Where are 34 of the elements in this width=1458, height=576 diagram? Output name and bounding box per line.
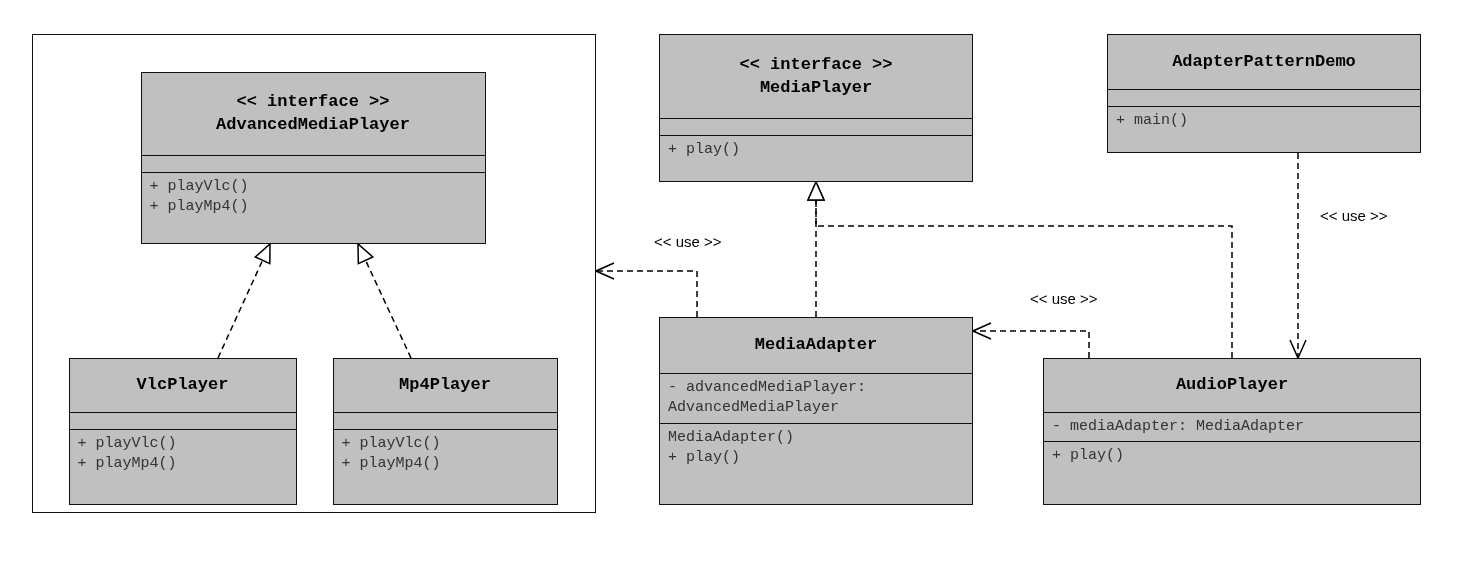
attribute-text: - advancedMediaPlayer: AdvancedMediaPlayer [668,378,868,419]
package-frame [32,34,596,513]
attribute-text: - mediaAdapter: MediaAdapter [1052,417,1305,437]
class-name: AdapterPatternDemo [1172,50,1356,73]
method-text: + playMp4() [77,453,177,474]
class-box [659,317,973,505]
realization-arrow [357,243,412,359]
method-text: + playMp4() [341,453,441,474]
class-name: AudioPlayer [1175,374,1289,397]
class-box [1107,34,1421,153]
dependency-arrow [972,322,1090,359]
class-name: Mp4Player [399,373,491,396]
method-text: + playMp4() [149,196,249,217]
class-box [68,357,297,505]
dependency-arrow [595,262,698,318]
method-text: + play() [668,140,740,160]
method-text: + playVlc() [341,433,441,454]
class-box [332,357,558,505]
method-text: + play() [668,447,740,468]
class-name: << interface >> AdvancedMediaPlayer [215,90,411,136]
class-box [140,71,486,244]
method-text: + playVlc() [77,433,177,454]
method-text: + play() [1052,446,1124,467]
class-name: << interface >> MediaPlayer [738,53,894,99]
method-text: MediaAdapter() [668,427,795,448]
class-box [659,34,973,182]
method-text: + playVlc() [149,176,249,197]
dependency-arrow [1289,152,1307,359]
class-box [1043,358,1421,505]
class-name: VlcPlayer [136,373,229,396]
class-name: MediaAdapter [754,334,878,357]
realization-arrow [807,181,1233,359]
realization-arrow [217,243,271,359]
method-text: + main() [1116,111,1188,131]
